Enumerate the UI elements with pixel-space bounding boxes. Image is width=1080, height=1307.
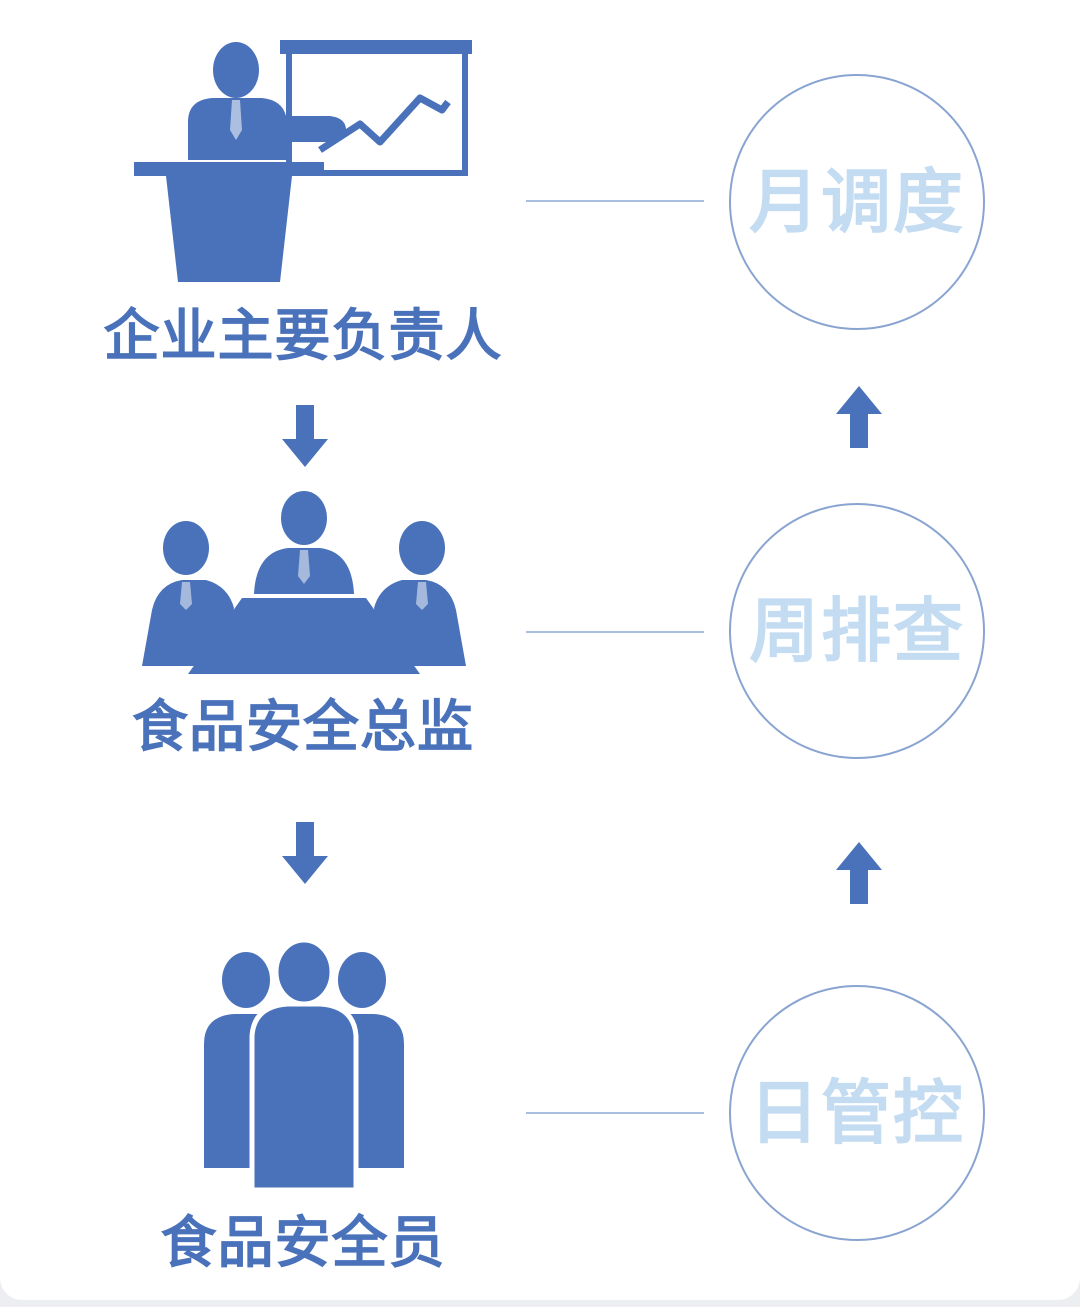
presenter-icon [134, 40, 472, 282]
connector-line-weekly [526, 631, 704, 633]
cycle-circle-weekly: 周排查 [729, 503, 985, 759]
arrow-up-icon [836, 842, 882, 904]
cycle-label-daily: 日管控 [749, 1072, 965, 1154]
cycle-circle-monthly: 月调度 [729, 74, 985, 330]
cycle-circle-daily: 日管控 [729, 985, 985, 1241]
connector-line-monthly [526, 200, 704, 202]
meeting-icon [142, 491, 466, 674]
role-label-director: 食品安全总监 [132, 695, 474, 760]
arrow-down-icon [282, 822, 328, 884]
connector-line-daily [526, 1112, 704, 1114]
role-label-officer: 食品安全员 [160, 1211, 446, 1276]
role-label-principal: 企业主要负责人 [103, 304, 503, 369]
cycle-label-monthly: 月调度 [749, 161, 965, 243]
cycle-label-weekly: 周排查 [749, 590, 965, 672]
team-icon [204, 940, 404, 1193]
arrow-down-icon [282, 405, 328, 467]
arrow-up-icon [836, 386, 882, 448]
